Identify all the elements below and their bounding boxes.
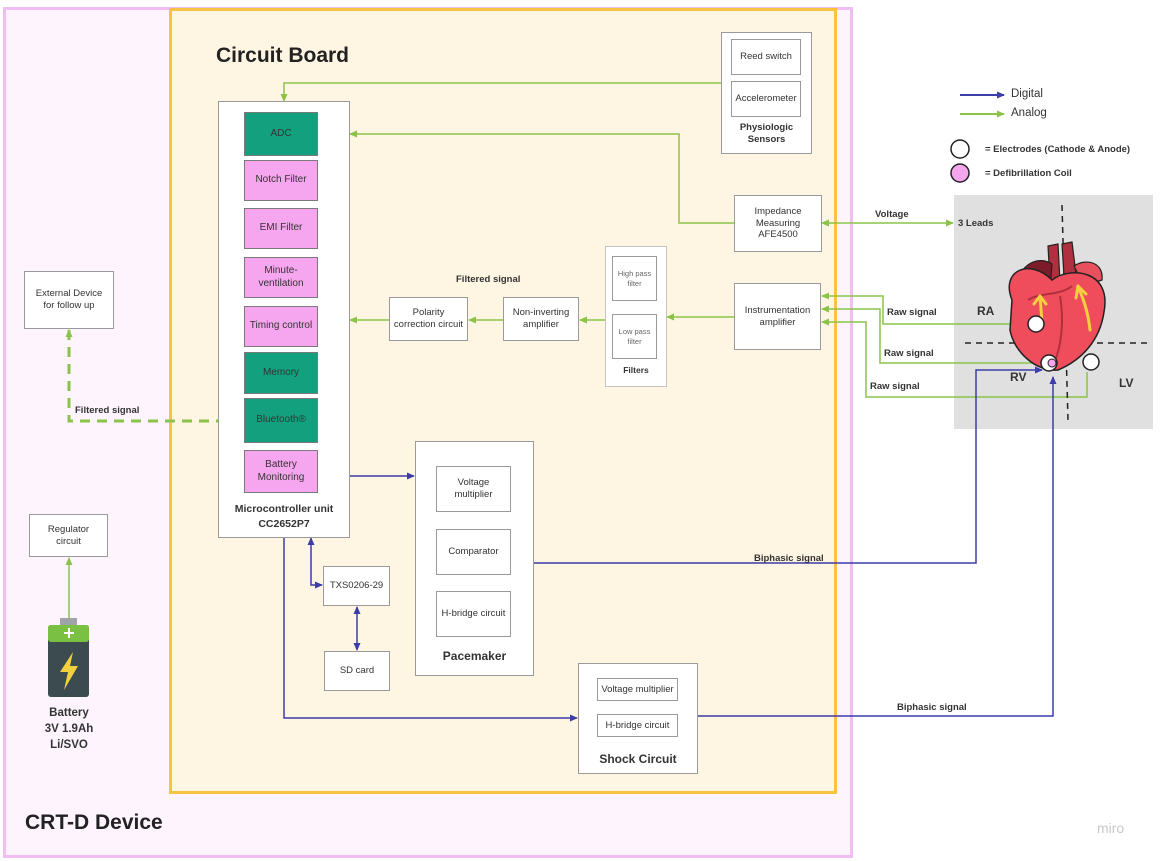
shock-circuit-title: Shock Circuit (599, 752, 677, 766)
accelerometer-box: Accelerometer (731, 81, 801, 117)
pacemaker-title: Pacemaker (442, 649, 507, 663)
external-device-line2: for follow up (43, 300, 95, 311)
external-device-box: External Device for follow up (24, 271, 114, 329)
lv-label: LV (1119, 376, 1134, 390)
reed-switch-box: Reed switch (731, 39, 801, 75)
circuit-board-title: Circuit Board (216, 44, 350, 67)
ra-electrode (1027, 315, 1045, 333)
adc-module: ADC (244, 112, 318, 156)
biphasic-signal-shock-label: Biphasic signal (897, 702, 967, 713)
regulator-circuit-box: Regulator circuit (29, 514, 108, 557)
battery-label-line2: 3V 1.9Ah (44, 723, 94, 735)
impedance-line3: AFE4500 (758, 229, 798, 241)
polarity-correction-box: Polarity correction circuit (389, 297, 468, 341)
txs0206-box: TXS0206-29 (323, 566, 390, 606)
emi-filter-module: EMI Filter (244, 208, 318, 249)
sensors-to-mcu-line (280, 82, 721, 102)
raw-signal-3-label: Raw signal (870, 381, 920, 392)
battery-label-line3: Li/SVO (50, 739, 88, 751)
shock-biphasic-line (698, 376, 1057, 717)
mcu-title-line1: Microcontroller unit (234, 503, 334, 515)
low-pass-line1: Low pass (618, 327, 651, 337)
sensors-title-line1: Physiologic (739, 122, 794, 133)
regulator-line1: Regulator (47, 523, 90, 535)
legend-digital-label: Digital (1011, 88, 1043, 100)
shock-voltage-multiplier-box: Voltage multiplier (597, 678, 678, 701)
heart-vertical-axis (1061, 204, 1069, 421)
minute-ventilation-line1: Minute- (264, 265, 298, 276)
legend-electrode-symbol (950, 139, 970, 159)
raw-signal-2-line (821, 305, 1040, 364)
low-pass-line2: filter (627, 336, 642, 346)
impedance-to-mcu-line (349, 130, 734, 224)
minute-ventilation-line2: ventilation (258, 277, 304, 289)
miro-watermark: miro (1097, 820, 1125, 836)
pacemaker-hbridge-box: H-bridge circuit (436, 591, 511, 637)
polarity-line2: correction circuit (393, 319, 464, 330)
legend-coil-symbol (950, 163, 970, 183)
shock-hbridge-box: H-bridge circuit (597, 714, 678, 737)
rv-coil (1047, 358, 1057, 368)
lv-electrode (1082, 353, 1100, 371)
impedance-line2: Measuring (755, 217, 801, 229)
instrumentation-amplifier-box: Instrumentation amplifier (734, 283, 821, 350)
rv-label: RV (1010, 370, 1027, 384)
raw-signal-1-label: Raw signal (887, 307, 937, 318)
pacemaker-voltage-multiplier-box: Voltage multiplier (436, 466, 511, 512)
timing-control-module: Timing control (244, 306, 318, 347)
bluetooth-module: Bluetooth® (244, 398, 318, 443)
low-pass-filter-box: Low pass filter (612, 314, 657, 359)
voltage-label: Voltage (875, 209, 909, 220)
heart-illustration (1008, 241, 1106, 371)
three-leads-label: 3 Leads (958, 218, 994, 229)
high-pass-line2: filter (627, 278, 642, 288)
pacemaker-biphasic-line (534, 366, 1043, 564)
ra-label: RA (977, 304, 995, 318)
mcu-title-line2: CC2652P7 (258, 518, 310, 530)
pacemaker-vm-line1: Voltage (457, 477, 490, 489)
high-pass-filter-box: High pass filter (612, 256, 657, 301)
legend-analog-label: Analog (1011, 107, 1047, 119)
battery-monitoring-line2: Monitoring (257, 471, 305, 483)
external-device-line1: External Device (35, 288, 103, 300)
raw-signal-3-line (821, 318, 1088, 398)
sensors-title-line2: Sensors (747, 134, 786, 145)
noninverting-line1: Non-inverting (512, 307, 570, 319)
impedance-line1: Impedance (754, 205, 802, 217)
regulator-line2: circuit (56, 535, 81, 547)
high-pass-line1: High pass (617, 269, 652, 279)
memory-module: Memory (244, 352, 318, 394)
minute-ventilation-module: Minute- ventilation (244, 257, 318, 298)
raw-signal-2-label: Raw signal (884, 348, 934, 359)
instrumentation-line2: amplifier (759, 316, 796, 328)
instrumentation-line1: Instrumentation (744, 304, 811, 316)
battery-label-line1: Battery (49, 707, 89, 719)
battery-icon (48, 618, 89, 697)
impedance-measuring-box: Impedance Measuring AFE4500 (734, 195, 822, 252)
battery-monitoring-line1: Battery (265, 459, 297, 470)
legend-coil-label: = Defibrillation Coil (985, 168, 1072, 179)
polarity-line1: Polarity (412, 307, 445, 319)
comparator-box: Comparator (436, 529, 511, 575)
external-device-dashed-line (65, 329, 244, 425)
crt-d-device-title: CRT-D Device (25, 811, 163, 834)
non-inverting-amplifier-box: Non-inverting amplifier (503, 297, 579, 341)
notch-filter-module: Notch Filter (244, 160, 318, 201)
raw-signal-1-line (821, 292, 1026, 325)
legend-electrodes-label: = Electrodes (Cathode & Anode) (985, 144, 1131, 155)
noninverting-line2: amplifier (523, 319, 559, 330)
filters-title: Filters (623, 365, 649, 375)
filtered-signal-left-label: Filtered signal (75, 405, 140, 416)
pacemaker-vm-line2: multiplier (454, 489, 493, 500)
biphasic-signal-pacemaker-label: Biphasic signal (754, 553, 824, 564)
mcu-to-shock-line (283, 538, 578, 722)
sd-card-box: SD card (324, 651, 390, 691)
filtered-signal-top-label: Filtered signal (456, 274, 521, 285)
battery-monitoring-module: Battery Monitoring (244, 450, 318, 493)
mcu-to-txs-line (307, 537, 323, 589)
